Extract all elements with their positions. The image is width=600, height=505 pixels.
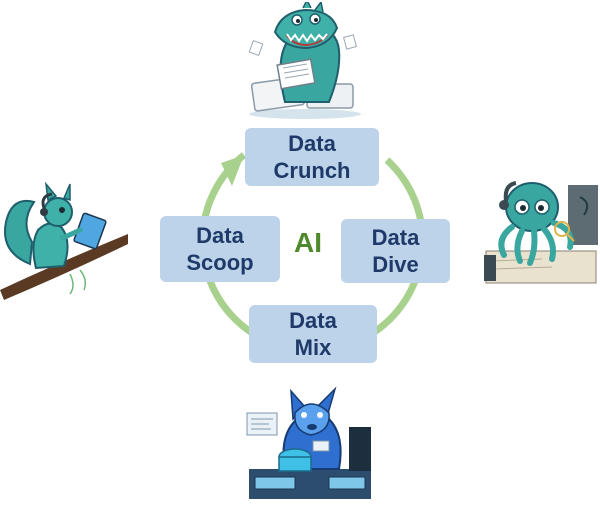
step-label-line1: Data <box>289 308 337 333</box>
step-label-line2: Crunch <box>273 158 351 183</box>
squirrel-mascot-icon <box>0 182 128 300</box>
octopus-mascot-icon <box>484 181 598 284</box>
step-label-line2: Scoop <box>186 250 254 275</box>
step-label-line2: Mix <box>294 335 332 360</box>
step-box-data-mix: Data Mix <box>249 305 377 363</box>
step-label-line1: Data <box>196 223 244 248</box>
step-box-data-crunch: Data Crunch <box>245 128 379 186</box>
step-box-data-dive: Data Dive <box>341 219 450 283</box>
step-label-line1: Data <box>371 225 420 250</box>
wolf-mascot-icon <box>246 386 371 499</box>
dinosaur-mascot-icon <box>248 2 361 119</box>
center-label-ai: AI <box>294 227 322 258</box>
cycle-arrowhead <box>221 155 244 186</box>
step-label-line2: Dive <box>372 252 419 277</box>
step-label-line1: Data <box>288 131 336 156</box>
step-box-data-scoop: Data Scoop <box>160 216 280 282</box>
